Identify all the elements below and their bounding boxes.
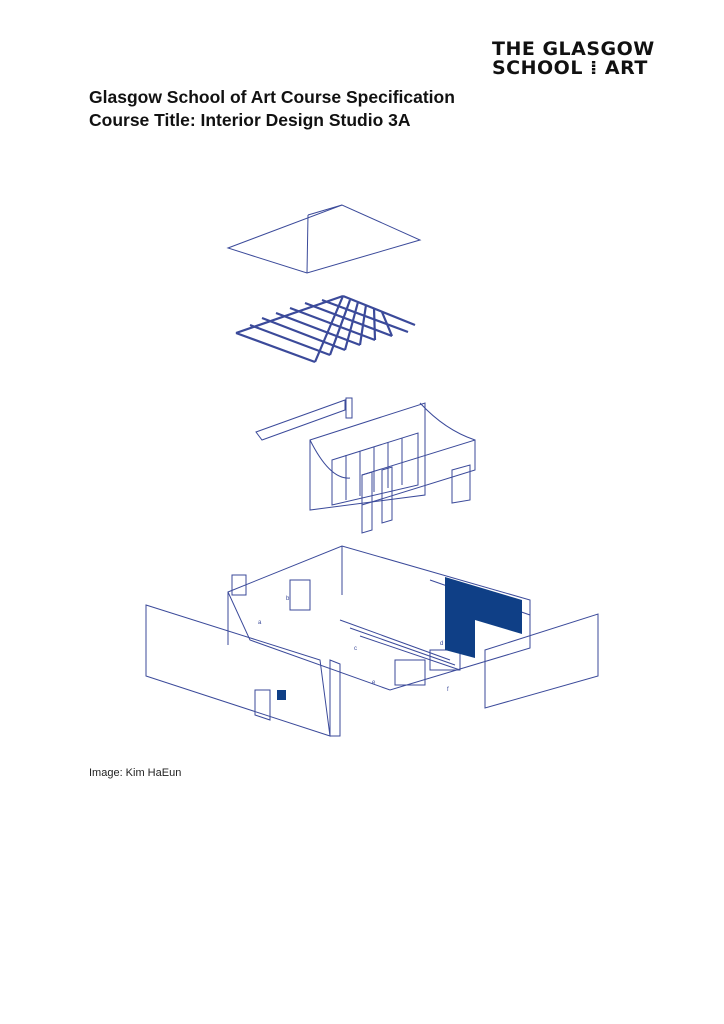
roof-plane — [226, 204, 422, 274]
ground-floor: a b c d e f — [145, 545, 599, 737]
logo-line-1: THE GLASGOW — [492, 38, 655, 60]
exploded-axonometric-drawing: a b c d e f — [145, 204, 599, 737]
label-d: d — [440, 641, 443, 647]
label-e: e — [372, 680, 376, 686]
title-line-2: Course Title: Interior Design Studio 3A — [89, 110, 411, 130]
label-a: a — [258, 620, 262, 626]
label-f: f — [447, 687, 449, 693]
document-title: Glasgow School of Art Course Specificati… — [89, 86, 455, 132]
blue-sign — [277, 690, 286, 700]
facade-walls — [255, 397, 476, 534]
roof-trusses — [235, 294, 416, 364]
image-caption: Image: Kim HaEun — [89, 767, 182, 779]
title-line-1: Glasgow School of Art Course Specificati… — [89, 87, 455, 107]
blue-feature-wall — [445, 577, 522, 658]
gsa-logo: THE GLASGOW SCHOOL ⁞ ART — [492, 40, 692, 78]
label-c: c — [354, 646, 357, 652]
label-b: b — [286, 596, 290, 602]
logo-line-2: SCHOOL ⁞ ART — [492, 57, 648, 79]
